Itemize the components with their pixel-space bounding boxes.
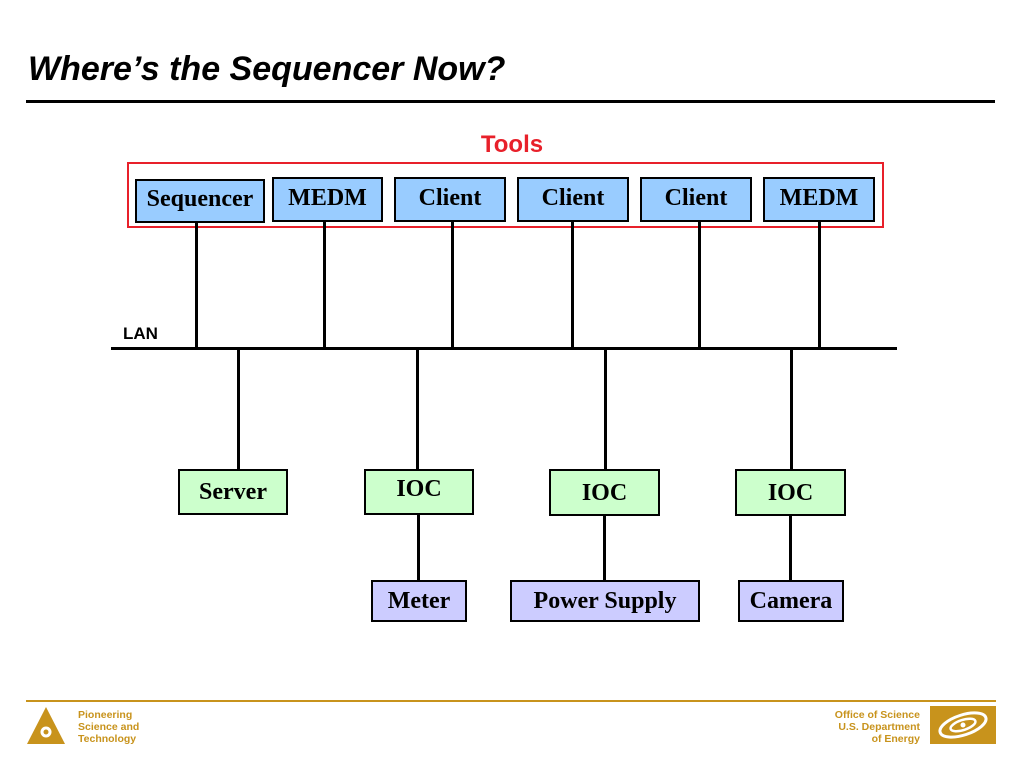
connector-line [237, 348, 240, 469]
device-box-camera: Camera [738, 580, 844, 622]
footer-office-line: Office of Science [834, 709, 920, 721]
connector-line [604, 348, 607, 469]
footer-tagline-line: Technology [78, 733, 137, 745]
device-box-label: Camera [749, 588, 833, 614]
tool-box-label: Client [664, 184, 728, 211]
tool-box-client: Client [394, 177, 506, 222]
connector-line [603, 516, 606, 580]
connector-line [571, 222, 574, 349]
footer-office-line: of Energy [871, 733, 920, 745]
tool-box-label: Client [418, 184, 482, 211]
title-divider [26, 100, 995, 103]
connector-line [818, 222, 821, 349]
connector-line [698, 222, 701, 349]
ioc-box: IOC [549, 469, 660, 516]
tool-box-medm: MEDM [763, 177, 875, 222]
connector-line [195, 223, 198, 349]
connector-line [789, 516, 792, 580]
tool-box-label: Client [541, 184, 605, 211]
lan-label: LAN [123, 324, 158, 343]
tool-box-client: Client [640, 177, 752, 222]
connector-line [790, 348, 793, 469]
tool-box-label: MEDM [288, 184, 367, 211]
footer-office-line: U.S. Department [838, 721, 920, 733]
tool-box-label: Sequencer [146, 186, 254, 212]
connector-line [416, 348, 419, 469]
ioc-box-label: IOC [396, 476, 442, 502]
tools-frame [127, 162, 884, 228]
tools-label: Tools [480, 131, 544, 158]
footer-tagline: Pioneering Science and Technology [78, 709, 139, 745]
tool-box-medm: MEDM [272, 177, 383, 222]
tool-box-sequencer: Sequencer [135, 179, 265, 223]
server-box: Server [178, 469, 288, 515]
connector-line [323, 222, 326, 349]
server-box-label: Server [199, 479, 267, 505]
tool-box-label: MEDM [779, 184, 859, 211]
device-box-meter: Meter [371, 580, 467, 622]
device-box-label: Power Supply [533, 588, 677, 614]
connector-line [451, 222, 454, 349]
ioc-box-label: IOC [767, 479, 814, 506]
lan-bus-line [111, 347, 897, 350]
ioc-box-label: IOC [581, 479, 628, 506]
footer-divider [26, 700, 996, 702]
footer-tagline-line: Science and [78, 721, 140, 733]
footer-tagline-line: Pioneering [78, 709, 133, 721]
page-title: Where’s the Sequencer Now? [28, 50, 506, 88]
footer-office: Office of Science U.S. Department of Ene… [790, 709, 920, 745]
ioc-box: IOC [364, 469, 474, 515]
ioc-box: IOC [735, 469, 846, 516]
connector-line [417, 515, 420, 580]
doe-swirl-logo-icon [930, 706, 996, 744]
device-box-label: Meter [387, 588, 451, 614]
device-box-power-supply: Power Supply [510, 580, 700, 622]
atom-logo-icon [27, 707, 65, 744]
tool-box-client: Client [517, 177, 629, 222]
